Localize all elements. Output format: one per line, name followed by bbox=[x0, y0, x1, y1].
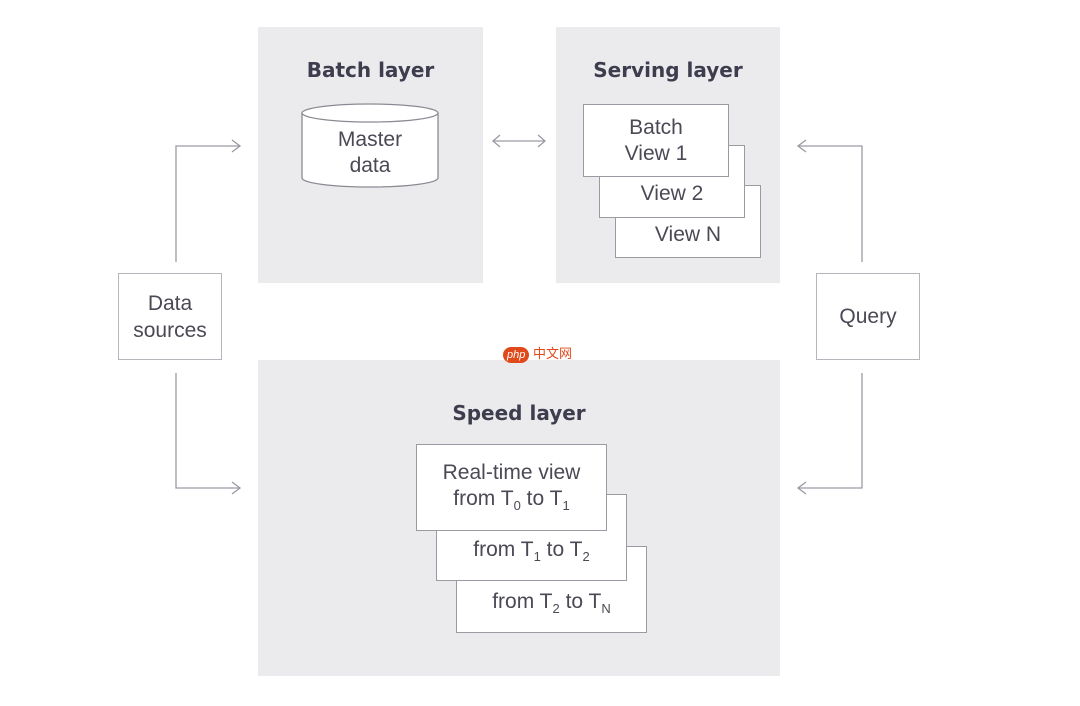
arrow-data-to-batch bbox=[175, 145, 240, 262]
watermark-text: 中文网 bbox=[532, 346, 572, 361]
serving-layer-title: Serving layer bbox=[593, 58, 743, 82]
watermark: php 中文网 bbox=[503, 343, 572, 363]
master-data-cylinder bbox=[301, 103, 439, 188]
arrow-query-to-serving bbox=[798, 145, 863, 262]
speed-layer-title: Speed layer bbox=[452, 401, 586, 425]
arrow-data-to-speed bbox=[175, 373, 240, 489]
arrow-query-to-speed bbox=[798, 373, 863, 489]
serving-batch-view-1: Batch View 1 bbox=[583, 104, 729, 177]
speed-realtime-view: Real-time view from T0 to T1 bbox=[416, 444, 607, 531]
data-sources-box: Data sources bbox=[118, 273, 222, 360]
watermark-logo: php bbox=[503, 347, 530, 363]
master-data-label: Master data bbox=[337, 128, 403, 177]
batch-layer-panel: Batch layer bbox=[258, 27, 483, 283]
query-box: Query bbox=[816, 273, 920, 360]
batch-layer-title: Batch layer bbox=[306, 58, 435, 82]
